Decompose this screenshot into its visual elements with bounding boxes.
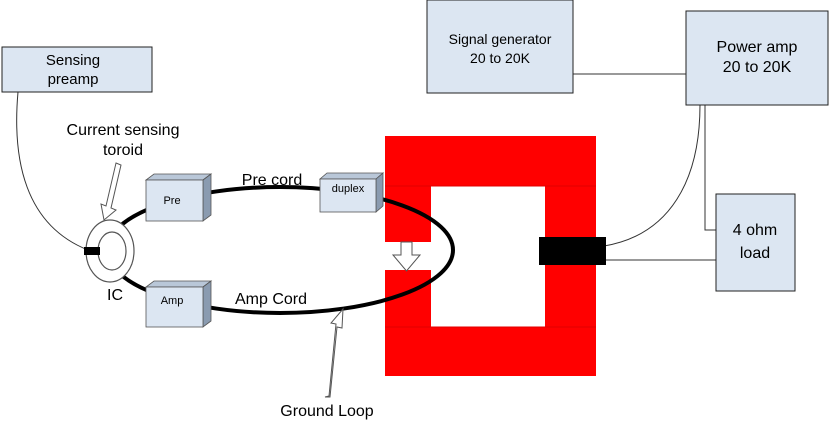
power-amp-line1: Power amp [717,39,798,56]
poweramp-to-coil-wire-a [603,104,701,247]
signal-generator-line1: Signal generator [449,31,552,47]
amp-cord-label: Amp Cord [235,291,307,308]
preamp-to-toroid-wire [16,91,89,251]
ground-loop-label: Ground Loop [280,403,374,420]
wires [16,73,716,261]
load-line1: 4 ohm [733,222,777,239]
load-line2: load [740,245,770,262]
poweramp-to-load-wire-a [704,105,716,231]
core-left-upper-leg [385,136,431,242]
current-sensing-toroid [84,219,135,283]
output-coil [539,237,606,265]
toroid-pointer-arrow-icon [100,162,122,221]
sensing-preamp-line2: preamp [48,71,99,88]
load-box: 4 ohm load [715,193,796,292]
core-left-lower-leg [385,270,431,376]
pre-block: Pre [144,173,213,222]
core-seams [385,185,596,328]
pre-cord-label: Pre cord [242,172,302,189]
amp-block-label: Amp [161,295,184,307]
signal-generator-line2: 20 to 20K [470,50,531,66]
ground-loop-pointer-arrow-icon [324,307,344,398]
sensing-preamp-box: Sensing preamp [1,46,153,93]
duplex-block: duplex [318,172,385,213]
toroid-winding [84,247,100,255]
amp-block: Amp [144,280,213,328]
down-arrow-icon [391,241,422,272]
ic-label: IC [107,287,123,304]
power-amp-line2: 20 to 20K [723,59,792,76]
toroid-label-line1: Current sensing [67,122,180,139]
sensing-preamp-line1: Sensing [46,52,100,69]
duplex-block-label: duplex [332,183,365,195]
pre-block-label: Pre [163,195,180,207]
power-amp-box: Power amp 20 to 20K [685,10,829,106]
signal-generator-box: Signal generator 20 to 20K [426,0,574,94]
toroid-label-line2: toroid [103,142,143,159]
